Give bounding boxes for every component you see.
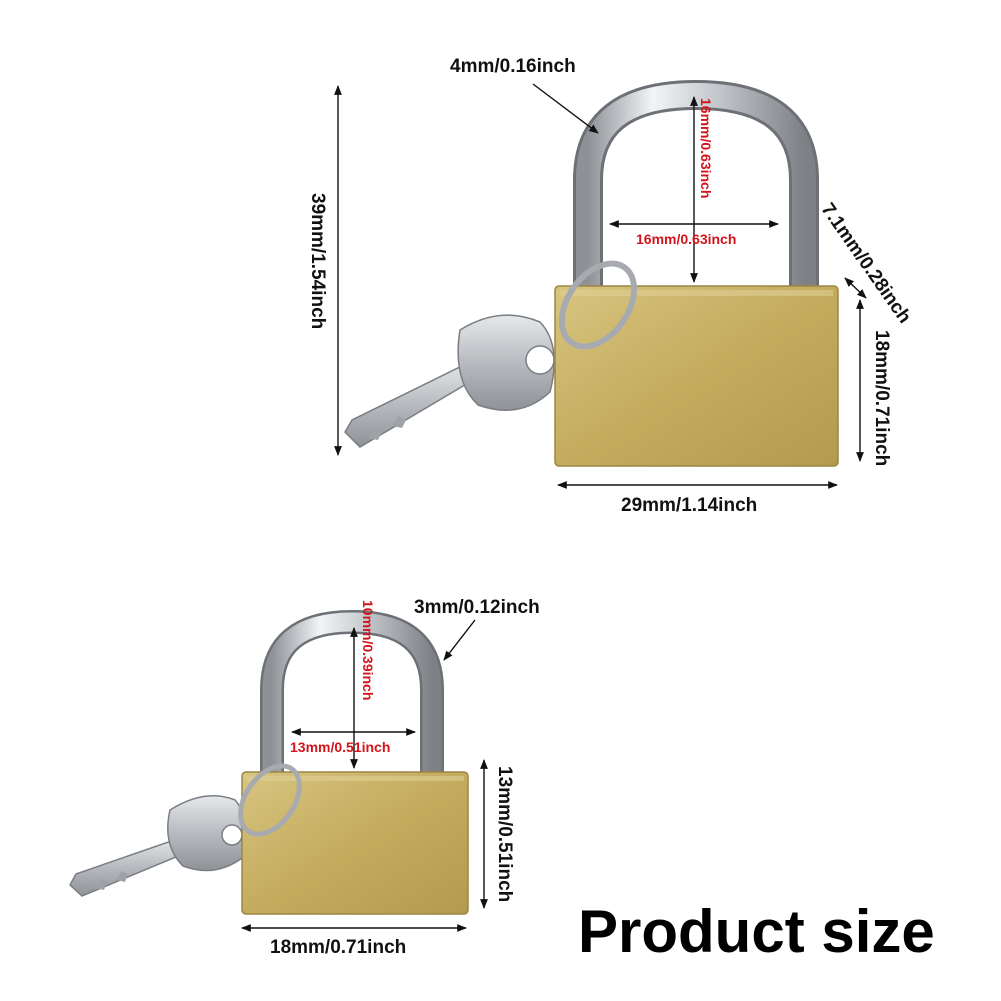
small-dimension-lines [241,619,488,932]
product-size-title: Product size [578,898,935,965]
large-lock-body [554,285,839,467]
large-body-width-label: 29mm/1.14inch [621,495,758,516]
small-body-width-label: 18mm/0.71inch [270,937,407,958]
small-shackle-thickness-label: 3mm/0.12inch [414,597,540,618]
large-body-height-label: 18mm/0.71inch [871,330,892,467]
small-shackle-inner-width-label: 13mm/0.51inch [290,739,391,755]
large-dimension-lines [334,83,867,489]
small-padlock [69,609,469,915]
large-total-height-label: 39mm/1.54inch [307,193,328,330]
small-lock-body [241,771,469,915]
small-shackle-inner-height-label: 10mm/0.39inch [360,600,376,701]
large-key-ring [558,260,638,350]
large-key-icon [344,314,555,448]
large-padlock [344,79,839,467]
small-key-icon [69,795,247,897]
small-body-height-label: 13mm/0.51inch [494,766,515,903]
large-shackle-thickness-label: 4mm/0.16inch [450,56,576,77]
small-key-ring [238,763,302,837]
large-shackle-inner-height-label: 16mm/0.63inch [698,98,714,199]
large-shackle-inner-width-label: 16mm/0.63inch [636,231,737,247]
